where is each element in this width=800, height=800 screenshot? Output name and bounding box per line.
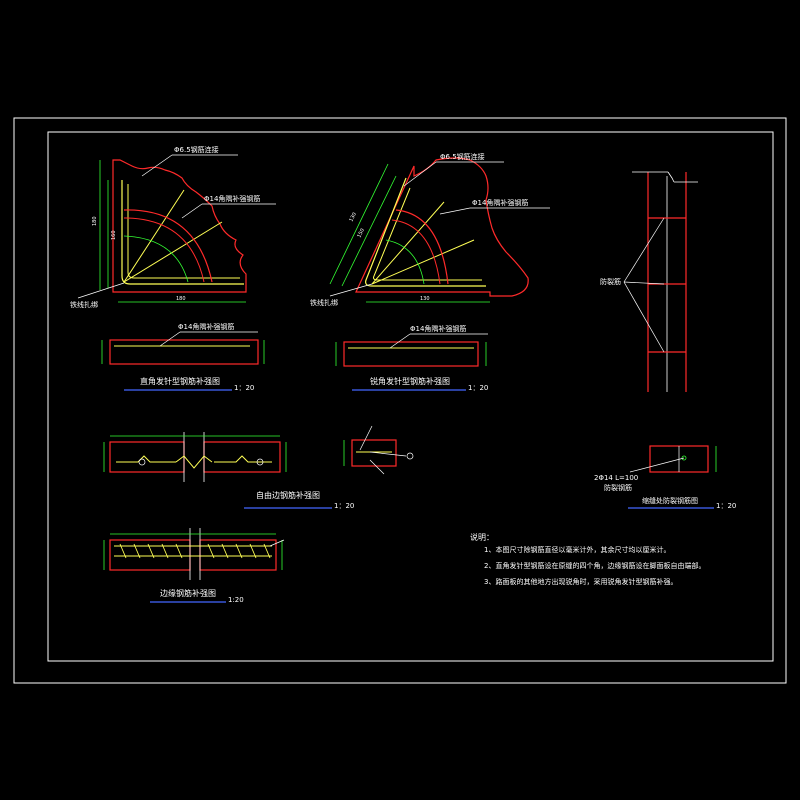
stirrups xyxy=(119,543,271,559)
arc-outer xyxy=(395,209,449,285)
callout-top-leader xyxy=(141,154,173,177)
callout-leader-1 xyxy=(623,217,665,283)
slab-edge xyxy=(355,157,529,297)
section-callout-leader xyxy=(159,331,181,347)
dim-left-inner xyxy=(341,175,397,287)
hairpin-bar-inner xyxy=(373,187,482,281)
callout-corner-leader xyxy=(77,282,125,299)
radial-bar-2 xyxy=(371,239,475,285)
title: 缩缝处防裂钢筋图 xyxy=(642,496,698,505)
leader-2 xyxy=(369,451,407,457)
edge-detail: 边缘钢筋补强图 1:20 xyxy=(103,528,285,604)
title-scale: 1：20 xyxy=(334,502,354,510)
dim-left-inner-text: 160 xyxy=(111,230,117,240)
dim-bottom-text: 130 xyxy=(420,296,430,302)
title: 自由边钢筋补强图 xyxy=(256,490,320,500)
section-slab xyxy=(343,341,479,367)
radial-bar-2 xyxy=(123,221,223,283)
slab xyxy=(351,439,397,467)
marker xyxy=(406,452,414,460)
title: 直角发针型钢筋补强图 xyxy=(140,376,220,386)
dim-left-outer xyxy=(329,163,389,285)
callout-top-text: Φ6.5钢筋连接 xyxy=(440,152,485,161)
radial-bar-1 xyxy=(371,201,445,285)
slab-edge xyxy=(112,159,247,293)
callout-corner-leader xyxy=(329,283,373,297)
title-scale: 1:20 xyxy=(228,596,244,604)
callout-corner-text: 铁线扎绑 xyxy=(70,300,98,309)
dim-left-outer-text: 130 xyxy=(348,212,358,223)
right-angle-detail: 180 160 180 Φ6.5钢筋连接 Φ14角隅补强钢筋 铁线扎绑 Φ14角… xyxy=(70,145,276,392)
dim-left-inner-text: 150 xyxy=(356,228,366,239)
section-callout-leader xyxy=(389,333,411,349)
bar-label: 2Φ14 L=100 xyxy=(594,474,638,482)
note-2: 2、直角发针型钢筋设在原缝的四个角，边缘钢筋设在脚面板自由端部。 xyxy=(484,561,705,570)
arc-dim xyxy=(385,239,425,285)
bar-label2: 防裂钢筋 xyxy=(604,483,632,492)
title: 锐角发针型钢筋补强图 xyxy=(370,376,450,386)
callout-text: 防裂筋 xyxy=(600,277,621,286)
bar-left xyxy=(116,455,176,463)
callout-top-leader xyxy=(403,161,437,187)
arc-outer xyxy=(123,209,213,283)
hairpin-bar-inner xyxy=(127,184,240,279)
callout-side-text: Φ14角隅补强钢筋 xyxy=(472,198,528,207)
arc-inner xyxy=(123,217,205,283)
callout-top-text: Φ6.5钢筋连接 xyxy=(174,145,219,154)
dowel-detail xyxy=(343,425,414,475)
inner-frame xyxy=(47,131,774,662)
section-slab xyxy=(109,339,259,365)
title-scale: 1：20 xyxy=(468,384,488,392)
callout-side-text: Φ14角隅补强钢筋 xyxy=(204,194,260,203)
section-callout-text: Φ14角隅补强钢筋 xyxy=(410,324,466,333)
title: 边缘钢筋补强图 xyxy=(160,588,216,598)
free-edge-detail: 自由边钢筋补强图 1：20 xyxy=(103,432,354,510)
notes-block: 说明： 1、本图尺寸除钢筋直径以毫米计外，其余尺寸均以厘米计。 2、直角发针型钢… xyxy=(470,532,705,586)
callout-side-leader xyxy=(439,207,471,215)
note-1: 1、本图尺寸除钢筋直径以毫米计外，其余尺寸均以厘米计。 xyxy=(484,545,670,554)
section-bar xyxy=(681,455,687,461)
section-callout-text: Φ14角隅补强钢筋 xyxy=(178,322,234,331)
arc-inner xyxy=(391,219,441,285)
radial-bar-1 xyxy=(123,189,185,283)
title-scale: 1：20 xyxy=(716,502,736,510)
outer-frame xyxy=(13,117,787,684)
marker-1 xyxy=(138,458,146,466)
acute-angle-detail: 130 150 130 Φ6.5钢筋连接 Φ14角隅补强钢筋 铁线扎绑 Φ14角… xyxy=(310,152,550,392)
callout-corner-text: 铁线扎绑 xyxy=(310,298,338,307)
callout-leader xyxy=(269,539,285,547)
arc-dim xyxy=(123,235,189,283)
leader-3 xyxy=(369,459,385,475)
note-3: 3、路面板的其他地方出现锐角时，采用锐角发针型钢筋补强。 xyxy=(484,577,677,586)
joint-detail: 防裂筋 2Φ14 L=100 防裂钢筋 缩缝处防裂钢筋图 1：20 xyxy=(594,171,736,510)
bar-label-leader xyxy=(629,457,685,473)
callout-side-leader xyxy=(181,203,203,219)
hairpin-bar xyxy=(365,177,486,287)
break-mark xyxy=(667,171,675,183)
leader-1 xyxy=(359,425,373,451)
callout-leader-3 xyxy=(623,281,665,353)
marker-2 xyxy=(256,458,264,466)
title-scale: 1：20 xyxy=(234,384,254,392)
callout-leader-2 xyxy=(623,281,665,285)
dim-bottom-text: 180 xyxy=(176,296,186,302)
notes-heading: 说明： xyxy=(470,532,494,542)
dim-left-outer-text: 180 xyxy=(92,216,98,226)
bar-right xyxy=(214,455,272,463)
dowel-wave xyxy=(175,455,213,469)
